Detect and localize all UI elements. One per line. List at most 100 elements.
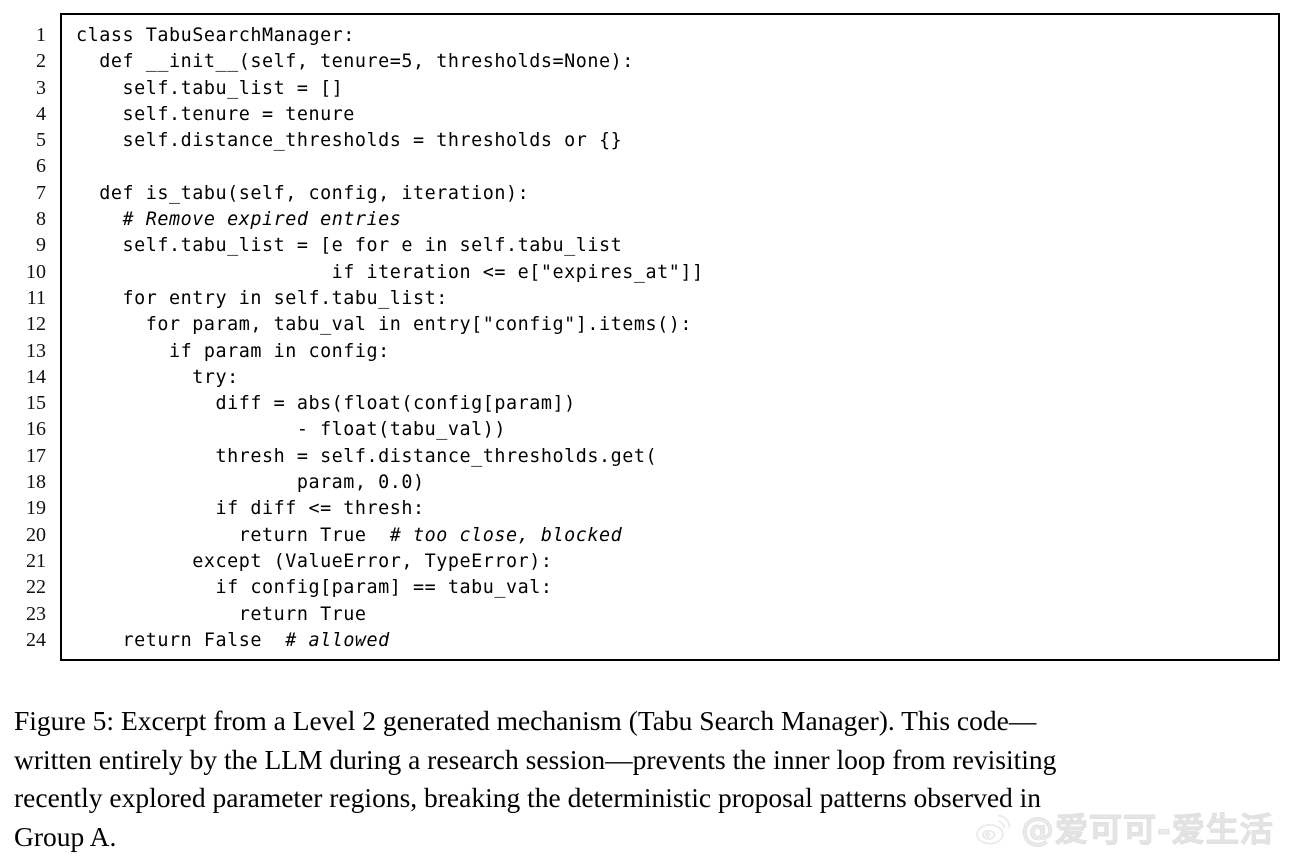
code-line-text: diff = abs(float(config[param]) [76, 391, 576, 417]
code-line-source: def is_tabu(self, config, iteration): [76, 182, 530, 204]
code-line-number: 22 [26, 576, 46, 599]
code-line: 13 if param in config: [0, 338, 1296, 364]
code-line: 10 if iteration <= e["expires_at"]] [0, 259, 1296, 285]
code-line-number: 4 [36, 102, 46, 125]
code-line-text: except (ValueError, TypeError): [76, 549, 553, 575]
code-line: 9 self.tabu_list = [e for e in self.tabu… [0, 232, 1296, 258]
code-line-source: return True [76, 603, 367, 625]
code-line: 7 def is_tabu(self, config, iteration): [0, 180, 1296, 206]
code-line-source: self.tenure = tenure [76, 103, 355, 125]
code-line-text: self.tabu_list = [e for e in self.tabu_l… [76, 233, 622, 259]
code-line-number: 24 [26, 628, 46, 651]
code-line: 14 try: [0, 364, 1296, 390]
code-line-text: if diff <= thresh: [76, 496, 425, 522]
code-line-number: 8 [36, 208, 46, 231]
code-line-number: 2 [36, 50, 46, 73]
code-line: 23 return True [0, 601, 1296, 627]
code-line-number: 3 [36, 76, 46, 99]
code-line-text: thresh = self.distance_thresholds.get( [76, 444, 657, 470]
code-line-text: return False # allowed [76, 628, 390, 654]
code-line: 24 return False # allowed [0, 627, 1296, 653]
code-line-source: thresh = self.distance_thresholds.get( [76, 445, 658, 467]
code-line: 20 return True # too close, blocked [0, 522, 1296, 548]
code-line-source: try: [76, 366, 239, 388]
code-line-number: 18 [26, 471, 46, 494]
code-line: 18 param, 0.0) [0, 469, 1296, 495]
code-line-text: - float(tabu_val)) [76, 417, 506, 443]
code-line-number: 15 [26, 392, 46, 415]
code-comment: # Remove expired entries [122, 209, 402, 231]
code-line-source: if diff <= thresh: [76, 498, 425, 520]
code-line-number: 14 [26, 365, 46, 388]
code-line-number: 5 [36, 129, 46, 152]
code-line: 3 self.tabu_list = [] [0, 75, 1296, 101]
code-comment: # allowed [285, 629, 390, 651]
code-line-source: self.tabu_list = [] [76, 77, 344, 99]
code-line-number: 1 [36, 24, 46, 46]
code-line-text: def __init__(self, tenure=5, thresholds=… [76, 49, 634, 75]
code-listing-frame [60, 13, 1280, 661]
code-line-text: self.tenure = tenure [76, 102, 355, 128]
code-line-number: 19 [26, 497, 46, 520]
code-line-source: if config[param] == tabu_val: [76, 577, 553, 599]
code-line-text: class TabuSearchManager: [76, 23, 355, 49]
code-line-number: 17 [26, 444, 46, 467]
code-comment: # too close, blocked [389, 524, 623, 546]
code-line-number: 12 [26, 313, 46, 336]
code-line: 21 except (ValueError, TypeError): [0, 548, 1296, 574]
code-line: 8 # Remove expired entries [0, 206, 1296, 232]
code-line-number: 16 [26, 418, 46, 441]
code-line: 12 for param, tabu_val in entry["config"… [0, 311, 1296, 337]
code-line: 4 self.tenure = tenure [0, 101, 1296, 127]
code-line-text: for param, tabu_val in entry["config"].i… [76, 312, 692, 338]
code-line-source: param, 0.0) [76, 472, 425, 494]
code-line-text: if iteration <= e["expires_at"]] [76, 260, 704, 286]
code-line: 17 thresh = self.distance_thresholds.get… [0, 443, 1296, 469]
code-line: 22 if config[param] == tabu_val: [0, 574, 1296, 600]
code-line: 15 diff = abs(float(config[param]) [0, 390, 1296, 416]
code-line-source: return False [76, 629, 286, 651]
code-line-source: return True [76, 524, 390, 546]
code-line-source: class TabuSearchManager: [76, 25, 355, 46]
code-line-source: self.distance_thresholds = thresholds or… [76, 130, 623, 152]
code-line-text: return True # too close, blocked [76, 523, 622, 549]
code-line-number: 13 [26, 339, 46, 362]
caption-line: Group A. [14, 820, 117, 852]
code-line-number: 20 [26, 523, 46, 546]
code-line-number: 6 [36, 155, 46, 178]
code-line-text: def is_tabu(self, config, iteration): [76, 181, 529, 207]
code-line-source: except (ValueError, TypeError): [76, 550, 553, 572]
code-line-text: if param in config: [76, 339, 390, 365]
code-line-source: for entry in self.tabu_list: [76, 287, 448, 309]
code-line-number: 10 [26, 260, 46, 283]
code-line-source: for param, tabu_val in entry["config"].i… [76, 314, 692, 336]
code-line-source [76, 209, 123, 230]
code-line-source: diff = abs(float(config[param]) [76, 393, 576, 415]
code-line: 1 class TabuSearchManager: [0, 22, 1296, 48]
code-line-text: param, 0.0) [76, 470, 425, 496]
code-line: 6 [0, 153, 1296, 179]
figure-caption: Figure 5: Excerpt from a Level 2 generat… [14, 702, 1282, 856]
code-line-source: - float(tabu_val)) [76, 419, 507, 441]
code-line-number: 23 [26, 602, 46, 625]
code-line: 5 self.distance_thresholds = thresholds … [0, 127, 1296, 153]
code-line-source: def __init__(self, tenure=5, thresholds=… [76, 51, 634, 73]
code-line-text: try: [76, 365, 239, 391]
code-line-text: if config[param] == tabu_val: [76, 575, 553, 601]
code-line-number: 7 [36, 181, 46, 204]
code-line-text: return True [76, 602, 367, 628]
code-line: 16 - float(tabu_val)) [0, 416, 1296, 442]
code-line: 19 if diff <= thresh: [0, 495, 1296, 521]
code-line-number: 9 [36, 234, 46, 257]
caption-line: Figure 5: Excerpt from a Level 2 generat… [14, 705, 1037, 736]
code-line-text: self.distance_thresholds = thresholds or… [76, 128, 622, 154]
code-line-text: self.tabu_list = [] [76, 76, 343, 102]
code-line-source: if iteration <= e["expires_at"]] [76, 261, 704, 283]
code-line-source: if param in config: [76, 340, 390, 362]
code-line: 2 def __init__(self, tenure=5, threshold… [0, 48, 1296, 74]
code-line: 11 for entry in self.tabu_list: [0, 285, 1296, 311]
code-line-number: 11 [26, 286, 46, 309]
code-line-text: for entry in self.tabu_list: [76, 286, 448, 312]
